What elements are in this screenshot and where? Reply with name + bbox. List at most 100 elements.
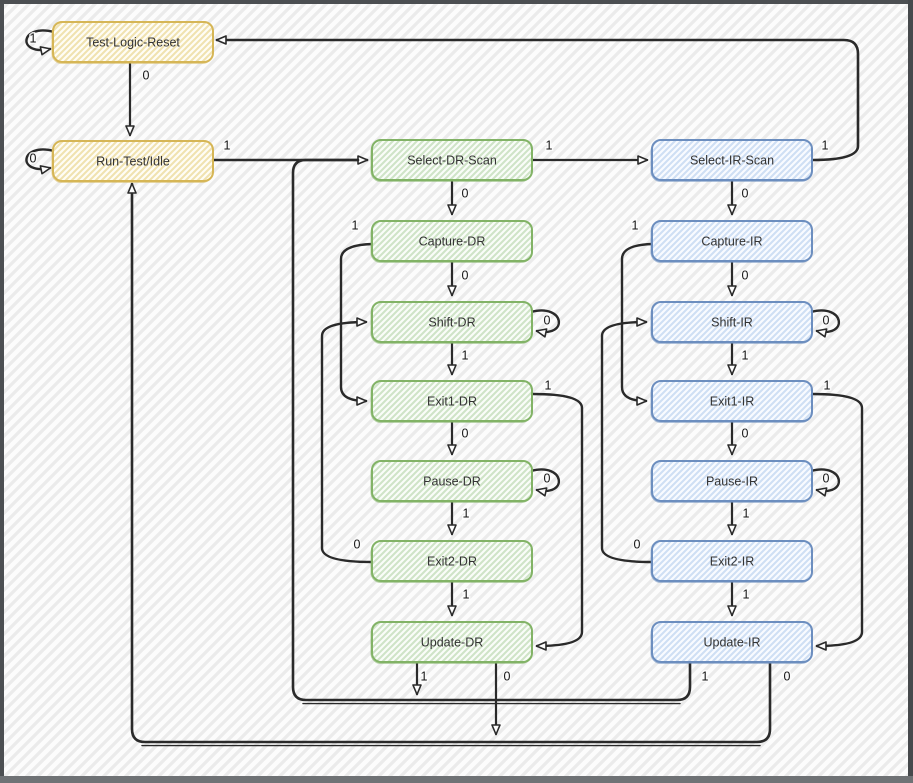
state-sdr[interactable]: Select-DR-Scan [370, 139, 533, 183]
state-label-pir: Pause-IR [706, 475, 758, 489]
edge-shir-self [809, 309, 841, 338]
state-pdr[interactable]: Pause-DR [370, 460, 533, 504]
state-shdr[interactable]: Shift-DR [370, 301, 533, 345]
edge-label-udr-to-rti: 0 [504, 670, 511, 684]
transition-edges: 1 0 0 1 1 1 0 0 0 1 1 0 1 0 1 0 1 1 0 0 0 0 1 1 0 1 0 1 0 1 1 0 [25, 29, 864, 747]
state-cir[interactable]: Capture-IR [650, 220, 813, 264]
edge-label-cir-to-e1ir: 1 [632, 219, 639, 233]
edge-label-e1dr-to-pdr: 0 [462, 427, 469, 441]
state-uir[interactable]: Update-IR [650, 621, 813, 665]
state-e2dr[interactable]: Exit2-DR [370, 540, 533, 584]
edge-label-e1ir-to-uir: 1 [824, 379, 831, 393]
state-box [52, 21, 214, 63]
edge-label-pdr-self: 0 [544, 472, 551, 486]
frame-right [908, 0, 913, 783]
edge-uir-to-rti [127, 182, 772, 744]
edge-label-cdr-to-shdr: 0 [462, 269, 469, 283]
edge-uir-to-sdr [291, 158, 692, 702]
edge-tlr-self [25, 29, 56, 56]
state-sir[interactable]: Select-IR-Scan [650, 139, 813, 183]
edge-sir-to-tlr [215, 35, 860, 162]
state-label-udr: Update-DR [421, 636, 484, 650]
state-box [651, 380, 813, 422]
edge-label-tlr-to-rti: 0 [143, 69, 150, 83]
state-box [651, 540, 813, 582]
state-label-cdr: Capture-DR [419, 235, 486, 249]
state-e1ir[interactable]: Exit1-IR [650, 380, 813, 424]
state-label-e2dr: Exit2-DR [427, 555, 477, 569]
state-e1dr[interactable]: Exit1-DR [370, 380, 533, 424]
edge-label-pir-to-e2ir: 1 [743, 507, 750, 521]
state-label-shir: Shift-IR [711, 316, 753, 330]
edge-label-tlr-self: 1 [30, 32, 37, 46]
state-box [371, 301, 533, 343]
edge-rti-self [25, 148, 56, 175]
edge-label-shdr-to-e1dr: 1 [462, 349, 469, 363]
state-label-shdr: Shift-DR [428, 316, 475, 330]
edge-label-e2ir-to-uir: 1 [743, 588, 750, 602]
edge-label-uir-to-rti: 0 [784, 670, 791, 684]
edge-e1ir-to-uir [811, 392, 864, 651]
state-box [52, 140, 214, 182]
state-box [651, 220, 813, 262]
edge-label-udr-to-sdr: 1 [421, 670, 428, 684]
state-label-e2ir: Exit2-IR [710, 555, 754, 569]
state-box [371, 621, 533, 663]
state-label-sdr: Select-DR-Scan [407, 154, 497, 168]
state-cdr[interactable]: Capture-DR [370, 220, 533, 264]
edge-label-rti-to-sdr: 1 [224, 139, 231, 153]
edge-label-sdr-to-sir: 1 [546, 139, 553, 153]
edge-label-rti-self: 0 [30, 152, 37, 166]
state-e2ir[interactable]: Exit2-IR [650, 540, 813, 584]
edge-label-e1ir-to-pir: 0 [742, 427, 749, 441]
state-label-tlr: Test-Logic-Reset [86, 36, 180, 50]
edge-label-shdr-self: 0 [544, 314, 551, 328]
edge-pdr-self [529, 468, 561, 497]
edge-label-e1dr-to-udr: 1 [545, 379, 552, 393]
state-box [651, 621, 813, 663]
state-udr[interactable]: Update-DR [370, 621, 533, 665]
state-label-e1dr: Exit1-DR [427, 395, 477, 409]
edge-e2ir-to-shir [600, 317, 654, 564]
edge-label-pdr-to-e2dr: 1 [463, 507, 470, 521]
edge-label-shir-self: 0 [823, 314, 830, 328]
edge-label-sdr-to-cdr: 0 [462, 187, 469, 201]
edge-shdr-self [529, 309, 561, 338]
state-box [371, 220, 533, 262]
state-label-e1ir: Exit1-IR [710, 395, 754, 409]
state-pir[interactable]: Pause-IR [650, 460, 813, 504]
state-label-pdr: Pause-DR [423, 475, 481, 489]
edge-label-e2ir-to-shir: 0 [634, 538, 641, 552]
state-box [651, 301, 813, 343]
edge-e1dr-to-udr [531, 392, 584, 651]
edge-label-cir-to-shir: 0 [742, 269, 749, 283]
frame-left [0, 0, 4, 783]
state-box [651, 460, 813, 502]
state-shir[interactable]: Shift-IR [650, 301, 813, 345]
state-label-rti: Run-Test/Idle [96, 155, 170, 169]
frame-bottom [0, 776, 913, 783]
state-rti[interactable]: Run-Test/Idle [51, 140, 214, 184]
edge-label-sir-to-tlr: 1 [822, 139, 829, 153]
state-box [371, 540, 533, 582]
state-box [371, 460, 533, 502]
frame-top [0, 0, 913, 4]
edge-label-sir-to-cir: 0 [742, 187, 749, 201]
state-label-uir: Update-IR [704, 636, 761, 650]
state-tlr[interactable]: Test-Logic-Reset [51, 21, 214, 65]
state-box [371, 380, 533, 422]
edge-label-e2dr-to-udr: 1 [463, 588, 470, 602]
state-box [651, 139, 813, 181]
state-box [371, 139, 533, 181]
edge-label-e2dr-to-shdr: 0 [354, 538, 361, 552]
state-label-cir: Capture-IR [701, 235, 762, 249]
edge-label-cdr-to-e1dr: 1 [352, 219, 359, 233]
edge-label-uir-to-sdr: 1 [702, 670, 709, 684]
edge-label-shir-to-e1ir: 1 [742, 349, 749, 363]
edge-label-pir-self: 0 [823, 472, 830, 486]
edge-e2dr-to-shdr [320, 317, 374, 564]
